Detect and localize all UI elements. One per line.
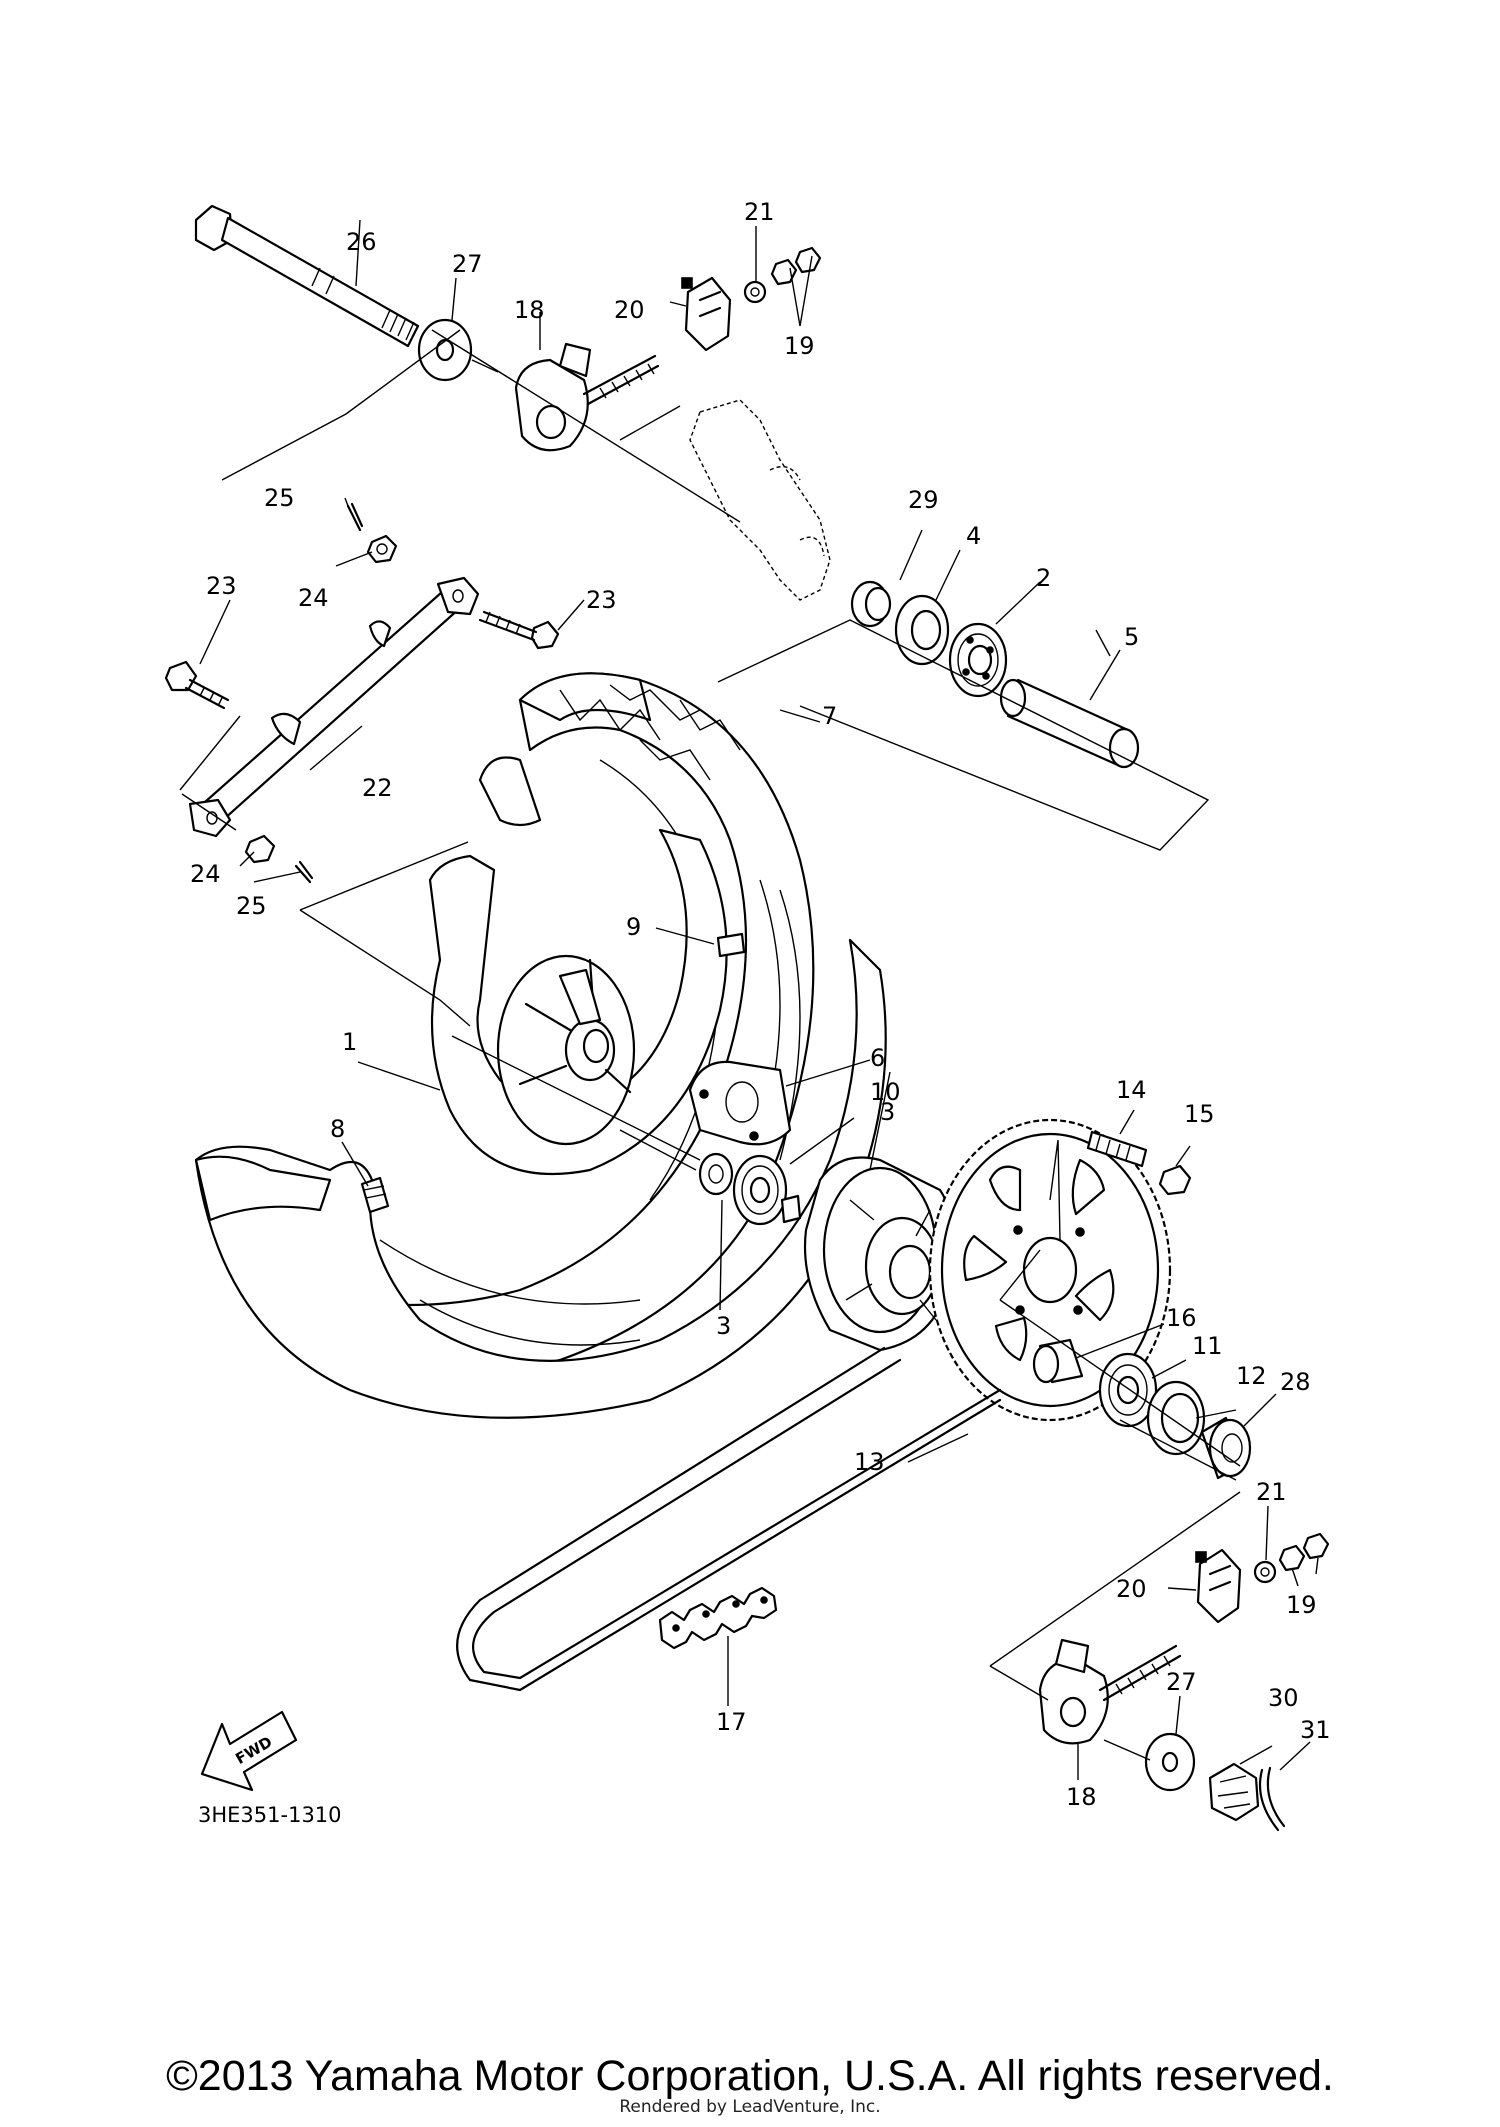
nut-top-1 xyxy=(770,258,798,286)
nut-bottom-1 xyxy=(1278,1544,1306,1572)
label-part-26: 26 xyxy=(346,228,377,256)
label-part-24a: 24 xyxy=(298,584,329,612)
forward-arrow-icon: FWD xyxy=(200,1710,298,1792)
label-part-9: 9 xyxy=(626,913,641,941)
label-part-28: 28 xyxy=(1280,1368,1311,1396)
nut-24-bottom xyxy=(244,834,276,864)
label-part-21b: 21 xyxy=(1256,1478,1287,1506)
stud-bolt xyxy=(1086,1130,1148,1168)
collar-28 xyxy=(1200,1416,1252,1480)
wheel-rim xyxy=(194,828,887,1419)
cotter-pin-31 xyxy=(1258,1766,1286,1832)
label-part-27b: 27 xyxy=(1166,1668,1197,1696)
label-part-7: 7 xyxy=(822,702,837,730)
label-part-14: 14 xyxy=(1116,1076,1147,1104)
chain-puller-cap-top xyxy=(681,276,732,352)
label-part-23b: 23 xyxy=(586,586,617,614)
cotter-pin-25-top xyxy=(346,502,364,532)
label-part-25b: 25 xyxy=(236,892,267,920)
collar-29 xyxy=(850,580,892,628)
label-part-19a: 19 xyxy=(784,332,815,360)
oil-seal-4 xyxy=(894,594,950,666)
nut-24-top xyxy=(366,534,398,564)
bearing-11 xyxy=(1098,1352,1158,1428)
label-part-31: 31 xyxy=(1300,1716,1331,1744)
label-part-12: 12 xyxy=(1236,1362,1267,1390)
label-part-24b: 24 xyxy=(190,860,221,888)
bearing-2 xyxy=(948,622,1008,698)
oil-seal-12 xyxy=(1146,1380,1206,1456)
label-part-21a: 21 xyxy=(744,198,775,226)
rendered-by-credit: Rendered by LeadVenture, Inc. xyxy=(619,2097,881,2117)
label-part-16: 16 xyxy=(1166,1304,1197,1332)
label-part-18b: 18 xyxy=(1066,1783,1097,1811)
label-part-25a: 25 xyxy=(264,484,295,512)
chain-puller-cap-bottom xyxy=(1195,1548,1242,1624)
nut-bottom-2 xyxy=(1302,1532,1330,1560)
label-part-11: 11 xyxy=(1192,1332,1223,1360)
label-part-8: 8 xyxy=(330,1115,345,1143)
valve xyxy=(360,1176,390,1214)
axle-nut xyxy=(1208,1762,1260,1822)
label-part-6: 6 xyxy=(870,1044,885,1072)
drive-chain xyxy=(456,1346,1002,1692)
label-part-5: 5 xyxy=(1124,623,1139,651)
label-part-2: 2 xyxy=(1036,564,1051,592)
bolt-23-left xyxy=(164,660,230,710)
label-part-4: 4 xyxy=(966,522,981,550)
label-part-30: 30 xyxy=(1268,1684,1299,1712)
part-labels: 1 2 3 3 4 5 6 7 8 9 10 11 12 13 14 15 16… xyxy=(190,198,1331,1811)
label-part-27a: 27 xyxy=(452,250,483,278)
tire xyxy=(298,672,815,1374)
tension-bar xyxy=(188,576,480,838)
label-part-1: 1 xyxy=(342,1028,357,1056)
nut-top-2 xyxy=(794,246,822,274)
label-part-17: 17 xyxy=(716,1708,747,1736)
washer-top xyxy=(743,280,767,304)
leader-lines xyxy=(179,219,1319,1780)
figure-code: 3HE351-1310 xyxy=(198,1803,342,1827)
bearing-3-right xyxy=(732,1154,788,1226)
label-part-22: 22 xyxy=(362,774,393,802)
label-part-3b: 3 xyxy=(716,1312,731,1340)
label-part-10: 10 xyxy=(870,1078,901,1106)
label-part-23a: 23 xyxy=(206,572,237,600)
rear-axle xyxy=(194,204,420,348)
sprocket-nut xyxy=(1158,1164,1192,1196)
copyright-notice: ©2013 Yamaha Motor Corporation, U.S.A. A… xyxy=(166,2052,1334,2100)
rear-wheel-exploded-diagram: FWD 1 2 3 3 4 5 6 7 8 9 10 11 12 13 14 1… xyxy=(164,198,1331,1832)
chain-puller-left xyxy=(514,342,660,452)
label-part-29: 29 xyxy=(908,486,939,514)
brake-caliper-bracket xyxy=(689,399,831,601)
label-part-15: 15 xyxy=(1184,1100,1215,1128)
bolt-23-right xyxy=(478,610,560,650)
bearing-3-left xyxy=(698,1152,734,1196)
washer-bottom xyxy=(1253,1560,1277,1584)
label-part-20a: 20 xyxy=(614,296,645,324)
label-part-3a: 3 xyxy=(880,1098,895,1126)
label-part-20b: 20 xyxy=(1116,1575,1147,1603)
label-part-19b: 19 xyxy=(1286,1591,1317,1619)
hub-clutch-bracket xyxy=(688,1060,792,1146)
balance-weight xyxy=(716,932,746,958)
label-part-18a: 18 xyxy=(514,296,545,324)
chain-puller-right xyxy=(1038,1638,1182,1745)
cotter-pin-25-bottom xyxy=(294,860,314,884)
collar-16 xyxy=(1032,1338,1084,1384)
label-part-13: 13 xyxy=(854,1448,885,1476)
